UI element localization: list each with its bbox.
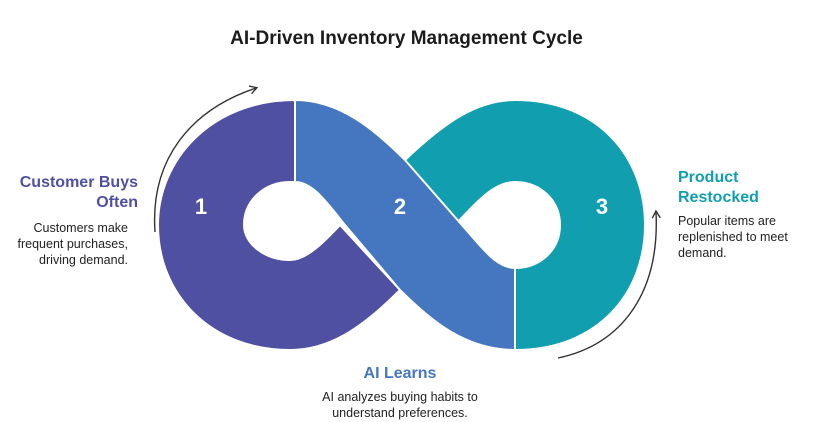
step-number-1: 1	[195, 194, 207, 219]
step-3-heading: Product Restocked	[678, 169, 759, 206]
step-number-2: 2	[394, 194, 406, 219]
step-2-heading: AI Learns	[363, 365, 437, 382]
cycle-segment-1	[156, 98, 402, 352]
step-1-description: Customers make frequent purchases, drivi…	[17, 221, 129, 267]
step-1-heading: Customer Buys Often	[19, 174, 138, 211]
step-2-description: AI analyzes buying habits to understand …	[322, 390, 478, 420]
step-number-3: 3	[596, 194, 608, 219]
diagram-title: AI-Driven Inventory Management Cycle	[230, 28, 583, 49]
arrow-icon-left	[153, 85, 259, 233]
arrow-icon-right	[557, 209, 661, 359]
step-3-description: Popular items are replenished to meet de…	[678, 214, 788, 260]
cycle-segment-3	[403, 98, 647, 352]
cycle-segment-2	[294, 98, 516, 352]
